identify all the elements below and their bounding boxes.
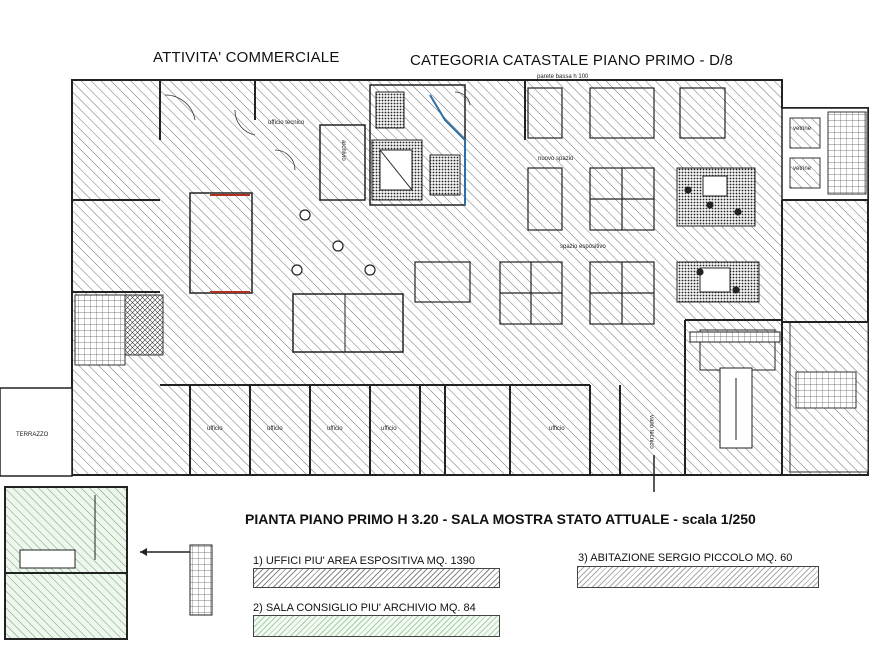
legend-item-2-swatch (253, 615, 500, 637)
label-ufficio-5: ufficio (549, 426, 565, 432)
label-terrazzo: TERRAZZO (16, 432, 49, 438)
stair-icon (827, 111, 867, 195)
display-modules (414, 87, 726, 325)
left-title: ATTIVITA' COMMERCIALE (153, 49, 340, 66)
label-spazio-expo: spazio espositivo (560, 244, 606, 250)
legend-item-1-label: 1) UFFICI PIU' AREA ESPOSITIVA MQ. 1390 (253, 555, 475, 567)
label-vano-tecnico: vano tecnico (648, 415, 654, 449)
legend-item-2-label: 2) SALA CONSIGLIO PIU' ARCHIVIO MQ. 84 (253, 602, 476, 614)
stair-icon (74, 294, 126, 366)
label-ufficio-2: ufficio (267, 426, 283, 432)
stair-icon (189, 544, 213, 616)
label-ufficio-1: ufficio (207, 426, 223, 432)
meeting-table (189, 192, 253, 294)
plan-caption: PIANTA PIANO PRIMO H 3.20 - SALA MOSTRA … (245, 511, 756, 527)
label-nuovo-spazio: nuovo spazio (538, 156, 574, 162)
label-ufficio-4: ufficio (381, 426, 397, 432)
label-ufficio-3: ufficio (327, 426, 343, 432)
stair-icon (795, 371, 857, 409)
central-office (369, 84, 466, 206)
legend-item-1-swatch (253, 568, 500, 588)
chairs (291, 186, 742, 294)
terrace (0, 387, 73, 477)
legend-item-3-label: 3) ABITAZIONE SERGIO PICCOLO MQ. 60 (578, 552, 793, 564)
label-archivio: archivio (340, 140, 346, 161)
label-vetrine-2: vetrine (793, 166, 812, 172)
top-note: parete bassa h 100 (537, 74, 589, 80)
door-swings (164, 91, 471, 171)
label-vetrine-1: vetrine (793, 126, 812, 132)
green-annex (4, 486, 128, 640)
interior-walls (72, 80, 868, 475)
legend-item-3-swatch (577, 566, 819, 588)
label-ufficio-tecnico: ufficio tecnico (268, 120, 305, 126)
right-title: CATEGORIA CATASTALE PIANO PRIMO - D/8 (410, 52, 734, 69)
